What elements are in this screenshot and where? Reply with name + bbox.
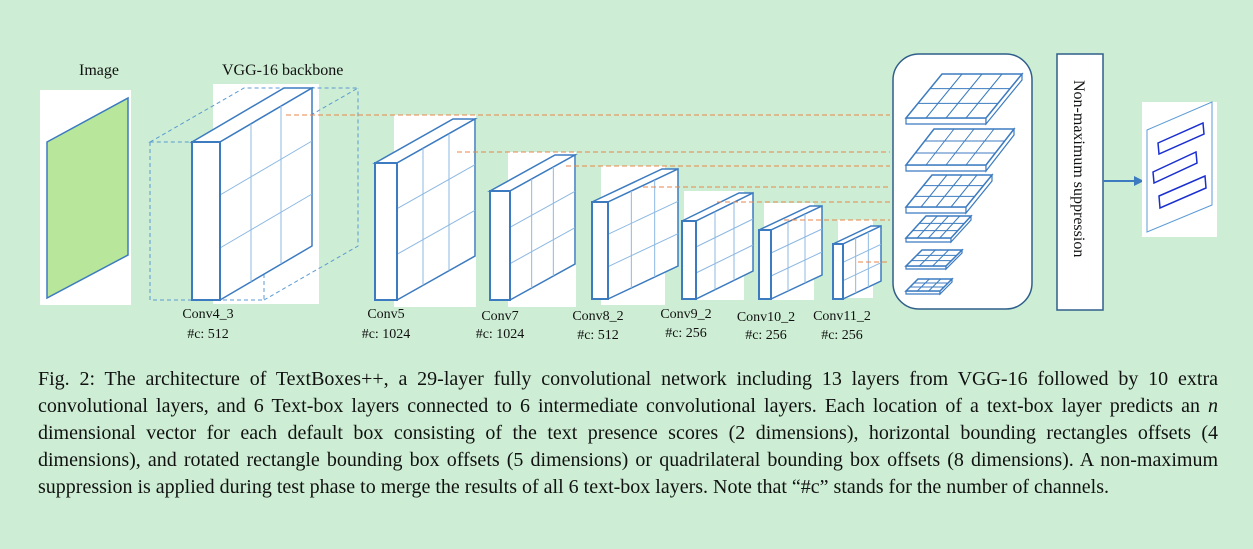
textbox-layer — [904, 214, 973, 244]
textbox-layer — [904, 248, 964, 271]
nms-arrow — [1103, 176, 1144, 186]
backbone-header: VGG-16 backbone — [222, 62, 343, 79]
layer-name-label: Conv9_2 — [660, 307, 711, 322]
caption-text-after: dimensional vector for each default box … — [38, 422, 1218, 498]
textbox-layer — [904, 127, 1016, 173]
layer-channels-label: #c: 256 — [665, 326, 707, 341]
conv7-block — [487, 152, 578, 307]
figure-caption: Fig. 2: The architecture of TextBoxes++,… — [38, 366, 1218, 501]
image-header: Image — [79, 62, 119, 79]
output-image — [1142, 101, 1217, 237]
layer-channels-label: #c: 256 — [821, 328, 863, 343]
conv4-3-block — [148, 84, 360, 304]
layer-name-label: Conv4_3 — [182, 307, 233, 322]
conv8-2-block — [591, 166, 679, 305]
architecture-diagram: Image VGG-16 backbone Non-maximum suppre… — [40, 53, 1217, 343]
caption-label: Fig. 2: — [38, 368, 96, 390]
layer-channels-label: #c: 256 — [745, 328, 787, 343]
input-image — [40, 90, 131, 305]
layer-name-label: Conv7 — [481, 309, 518, 324]
caption-variable: n — [1208, 395, 1218, 417]
layer-channels-label: #c: 1024 — [476, 327, 525, 342]
textbox-layer — [904, 72, 1024, 126]
architecture-figure: Image VGG-16 backbone Non-maximum suppre… — [40, 53, 1217, 343]
caption-text-before: The architecture of TextBoxes++, a 29-la… — [38, 368, 1218, 417]
layer-name-label: Conv10_2 — [737, 310, 795, 325]
layer-name-label: Conv8_2 — [572, 309, 623, 324]
textbox-layer — [904, 173, 994, 215]
layer-channels-label: #c: 512 — [577, 328, 619, 343]
layer-channels-label: #c: 1024 — [362, 327, 411, 342]
conv9-2-block — [681, 191, 754, 301]
conv5-block — [372, 115, 478, 307]
detected-box — [1152, 121, 1207, 210]
layer-connectors — [286, 114, 890, 263]
nms-label: Non-maximum suppression — [1070, 80, 1087, 257]
conv10-2-block — [758, 203, 823, 301]
textbox-layers-panel — [892, 53, 1033, 310]
layer-channels-label: #c: 512 — [187, 327, 229, 342]
nms-box: Non-maximum suppression — [1056, 53, 1104, 311]
textbox-layer — [904, 277, 954, 296]
layer-name-label: Conv5 — [367, 307, 404, 322]
conv11-2-block — [832, 220, 882, 301]
layer-name-label: Conv11_2 — [813, 309, 871, 324]
